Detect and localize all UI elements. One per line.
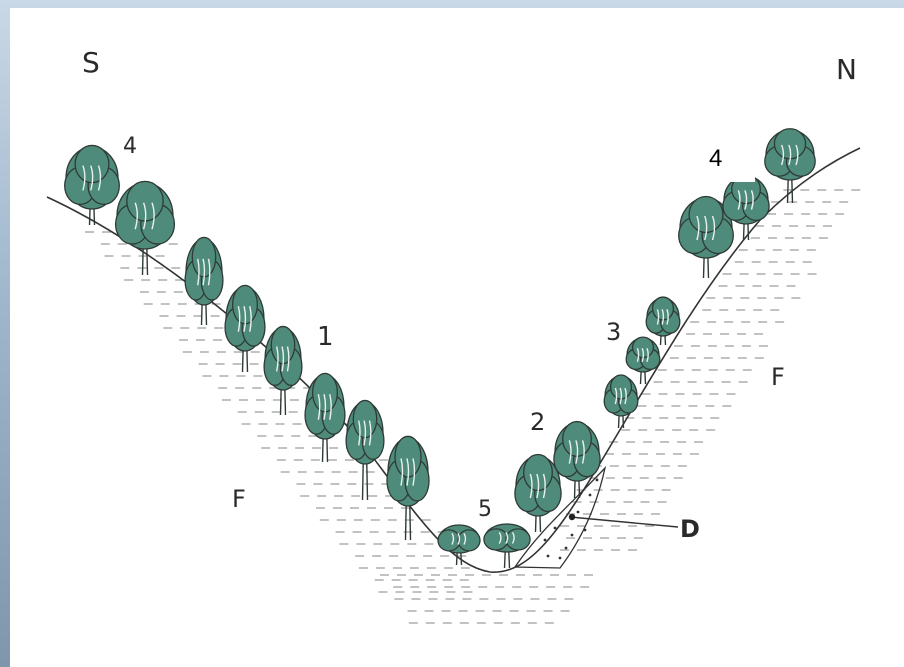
tree-crown [387,436,429,506]
tree-crown-lobe [484,529,508,550]
deposit-dot [559,557,562,560]
shrub [438,525,480,565]
label-substrate-left: F [232,485,246,513]
tree-crown [305,373,345,439]
tree [346,400,384,500]
tree [626,337,660,384]
shrub [484,524,530,568]
label-substrate-right: F [771,363,785,391]
tree-crown [646,297,680,336]
tree [387,436,429,540]
tree [604,375,638,428]
tree-crown [65,145,120,209]
label-zone-3: 3 [606,318,621,346]
label-zone-4-right: 4 [709,145,722,172]
tree-crown-lobe [506,529,530,550]
deposit-dot [589,494,592,497]
tree [225,285,265,372]
tree-crown [554,422,600,481]
tree-crown [438,525,480,553]
deposit-dot [565,547,568,550]
label-zone-5: 5 [478,497,492,522]
tree-crown [626,337,660,372]
tree-crown [604,375,638,416]
label-north: N [836,53,857,86]
deposit-pointer-dot [569,514,575,520]
tree-crown [346,400,384,464]
deposit-dot [584,529,587,532]
tree-crown [264,326,302,390]
deposit-dot [577,511,580,514]
tree-crown [185,237,223,305]
substrate-hatching-bottom [380,575,593,623]
tree [554,422,600,498]
tree-crown [723,175,769,224]
label-zone-4-left: 4 [123,134,137,159]
tree-crown-lobe [438,530,460,551]
deposit-dot [547,555,550,558]
substrate-hatching-left [85,232,472,592]
tree [264,326,302,415]
tree [305,373,345,462]
tree [116,181,175,275]
deposit-dot [544,539,547,542]
label-deposit: D [680,515,700,543]
deposit-dot [596,479,599,482]
tree-crown [765,129,815,180]
tree-crown [116,181,175,249]
tree-layer [65,129,815,568]
tree [185,237,223,325]
label-zone-1: 1 [317,322,334,352]
tree [65,145,120,225]
label-south: S [82,46,100,79]
tree-crown-lobe [458,530,480,551]
tree-crown [484,524,530,552]
deposit-dot [571,534,574,537]
label-zone-2: 2 [530,408,545,436]
tree-crown [225,285,265,351]
